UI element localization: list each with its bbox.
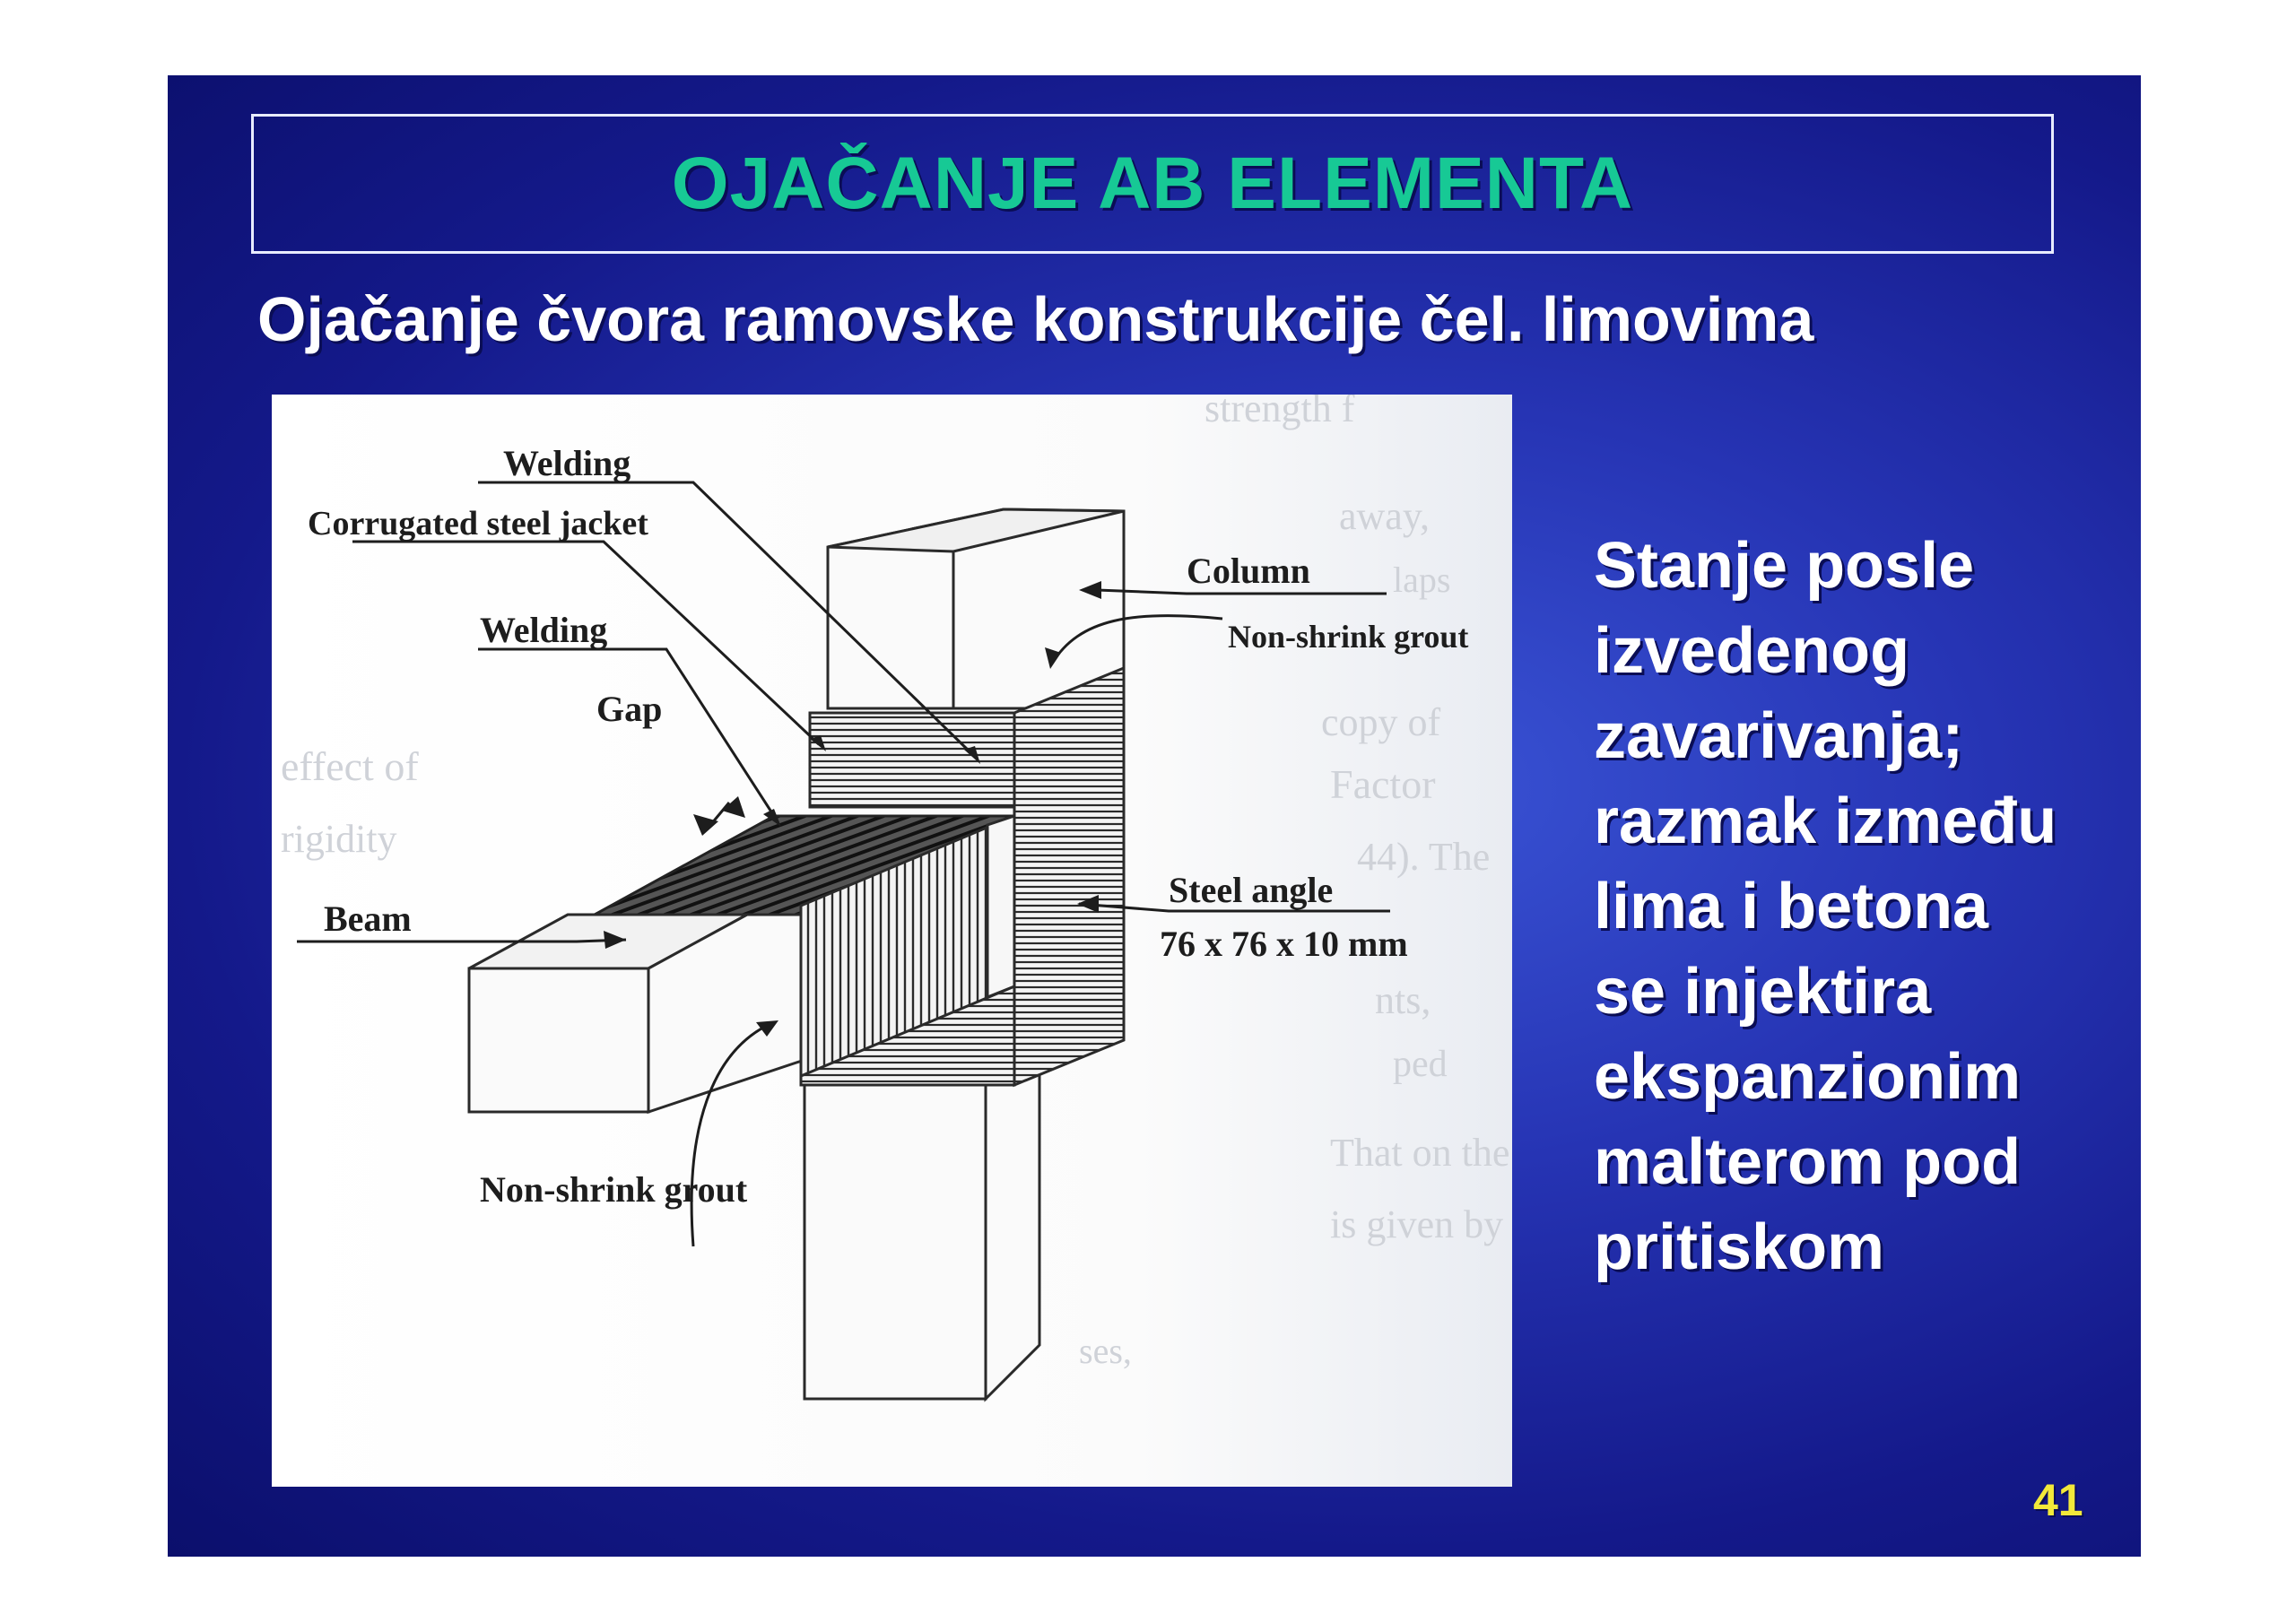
steel-angle	[986, 813, 1016, 1000]
column-jacket-front	[808, 711, 1016, 809]
description-line: razmak između	[1594, 785, 2057, 857]
joint-diagram: strength f away, laps copy of effect of …	[281, 395, 1509, 1402]
svg-text:away,: away,	[1339, 494, 1430, 538]
svg-text:nts,: nts,	[1375, 978, 1431, 1022]
label-welding-mid: Welding	[480, 610, 607, 650]
label-grout-bottom: Non-shrink grout	[480, 1169, 748, 1210]
label-steel-angle-size: 76 x 76 x 10 mm	[1160, 924, 1408, 964]
description-text: Stanje posle izvedenog zavarivanja; razm…	[1594, 524, 2132, 1290]
slide-title: OJAČANJE AB ELEMENTA	[671, 143, 1634, 224]
svg-text:is given by: is given by	[1330, 1202, 1503, 1246]
svg-text:strength f: strength f	[1205, 395, 1355, 430]
label-steel-angle: Steel angle	[1169, 870, 1333, 910]
description-line: pritiskom	[1594, 1211, 1885, 1283]
beam	[467, 913, 812, 1115]
description-line: izvedenog	[1594, 615, 1910, 687]
svg-text:copy of: copy of	[1321, 700, 1441, 744]
arrowheads	[604, 581, 1101, 1037]
description-line: lima i betona	[1594, 871, 1989, 942]
description-line: ekspanzionim	[1594, 1041, 2022, 1113]
title-box: OJAČANJE AB ELEMENTA	[251, 114, 2054, 254]
description-line: zavarivanja;	[1594, 700, 1964, 772]
svg-text:laps: laps	[1393, 560, 1450, 600]
description-line: Stanje posle	[1594, 530, 1975, 602]
svg-text:That on the: That on the	[1330, 1131, 1509, 1175]
upper-column	[826, 508, 1126, 710]
page-number: 41	[2033, 1475, 2083, 1525]
label-corrugated-jacket: Corrugated steel jacket	[308, 505, 648, 542]
svg-text:rigidity: rigidity	[281, 817, 397, 861]
label-grout-top: Non-shrink grout	[1228, 619, 1468, 655]
slide-subtitle: Ojačanje čvora ramovske konstrukcije čel…	[257, 284, 1814, 354]
svg-text:44). The: 44). The	[1357, 835, 1490, 879]
label-welding-top: Welding	[503, 443, 631, 483]
svg-text:ped: ped	[1393, 1044, 1448, 1085]
description-line: se injektira	[1594, 956, 1932, 1028]
svg-text:effect of: effect of	[281, 743, 419, 789]
leader-lines	[297, 481, 1390, 1247]
description-line: malterom pod	[1594, 1126, 2022, 1198]
svg-text:ses,: ses,	[1079, 1331, 1132, 1371]
label-gap: Gap	[596, 689, 662, 729]
label-beam: Beam	[324, 898, 412, 939]
slide: OJAČANJE AB ELEMENTA Ojačanje čvora ramo…	[168, 75, 2141, 1557]
column-jacket-right	[1013, 665, 1126, 1088]
svg-text:Factor: Factor	[1330, 761, 1436, 807]
label-column: Column	[1187, 551, 1310, 591]
background-bleed-text: strength f away, laps copy of effect of …	[281, 395, 1509, 1371]
joint-retrofit-figure: strength f away, laps copy of effect of …	[272, 395, 1512, 1487]
